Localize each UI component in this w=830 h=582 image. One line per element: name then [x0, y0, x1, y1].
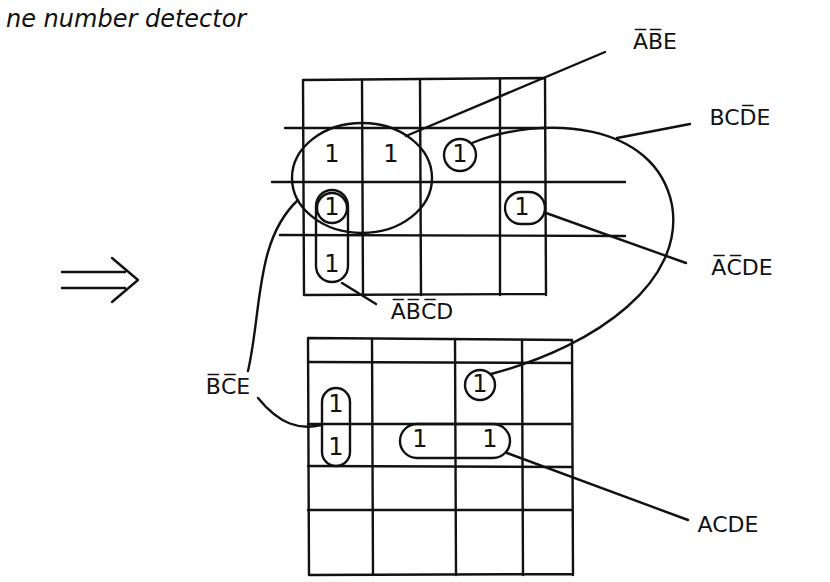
map-cell-value: 1	[514, 192, 529, 223]
term-label: A̅B̅E	[633, 28, 677, 57]
map-cell-value: 1	[482, 424, 497, 455]
map-cell-value: 1	[452, 139, 467, 170]
term-label: A̅C̅DE	[711, 254, 772, 283]
term-label: BCD̅E	[710, 104, 771, 133]
page-title: ne number detector	[6, 4, 246, 35]
leader-lines	[248, 52, 690, 520]
top-map-grid	[272, 78, 625, 295]
implies-arrow	[62, 258, 138, 302]
term-label: A̅B̅C̅D	[391, 298, 453, 327]
grouping-loops	[292, 123, 545, 466]
map-cell-value: 1	[324, 139, 339, 170]
map-cell-value: 1	[472, 369, 487, 400]
map-cell-value: 1	[328, 389, 343, 420]
map-cell-value: 1	[324, 192, 339, 223]
map-cell-value: 1	[383, 139, 398, 170]
map-cell-value: 1	[324, 249, 339, 280]
term-label: B̅C̅E	[206, 373, 250, 402]
term-label: ACDE	[698, 511, 759, 540]
bottom-map-grid	[308, 338, 573, 575]
map-cell-value: 1	[328, 432, 343, 463]
map-cell-value: 1	[412, 424, 427, 455]
